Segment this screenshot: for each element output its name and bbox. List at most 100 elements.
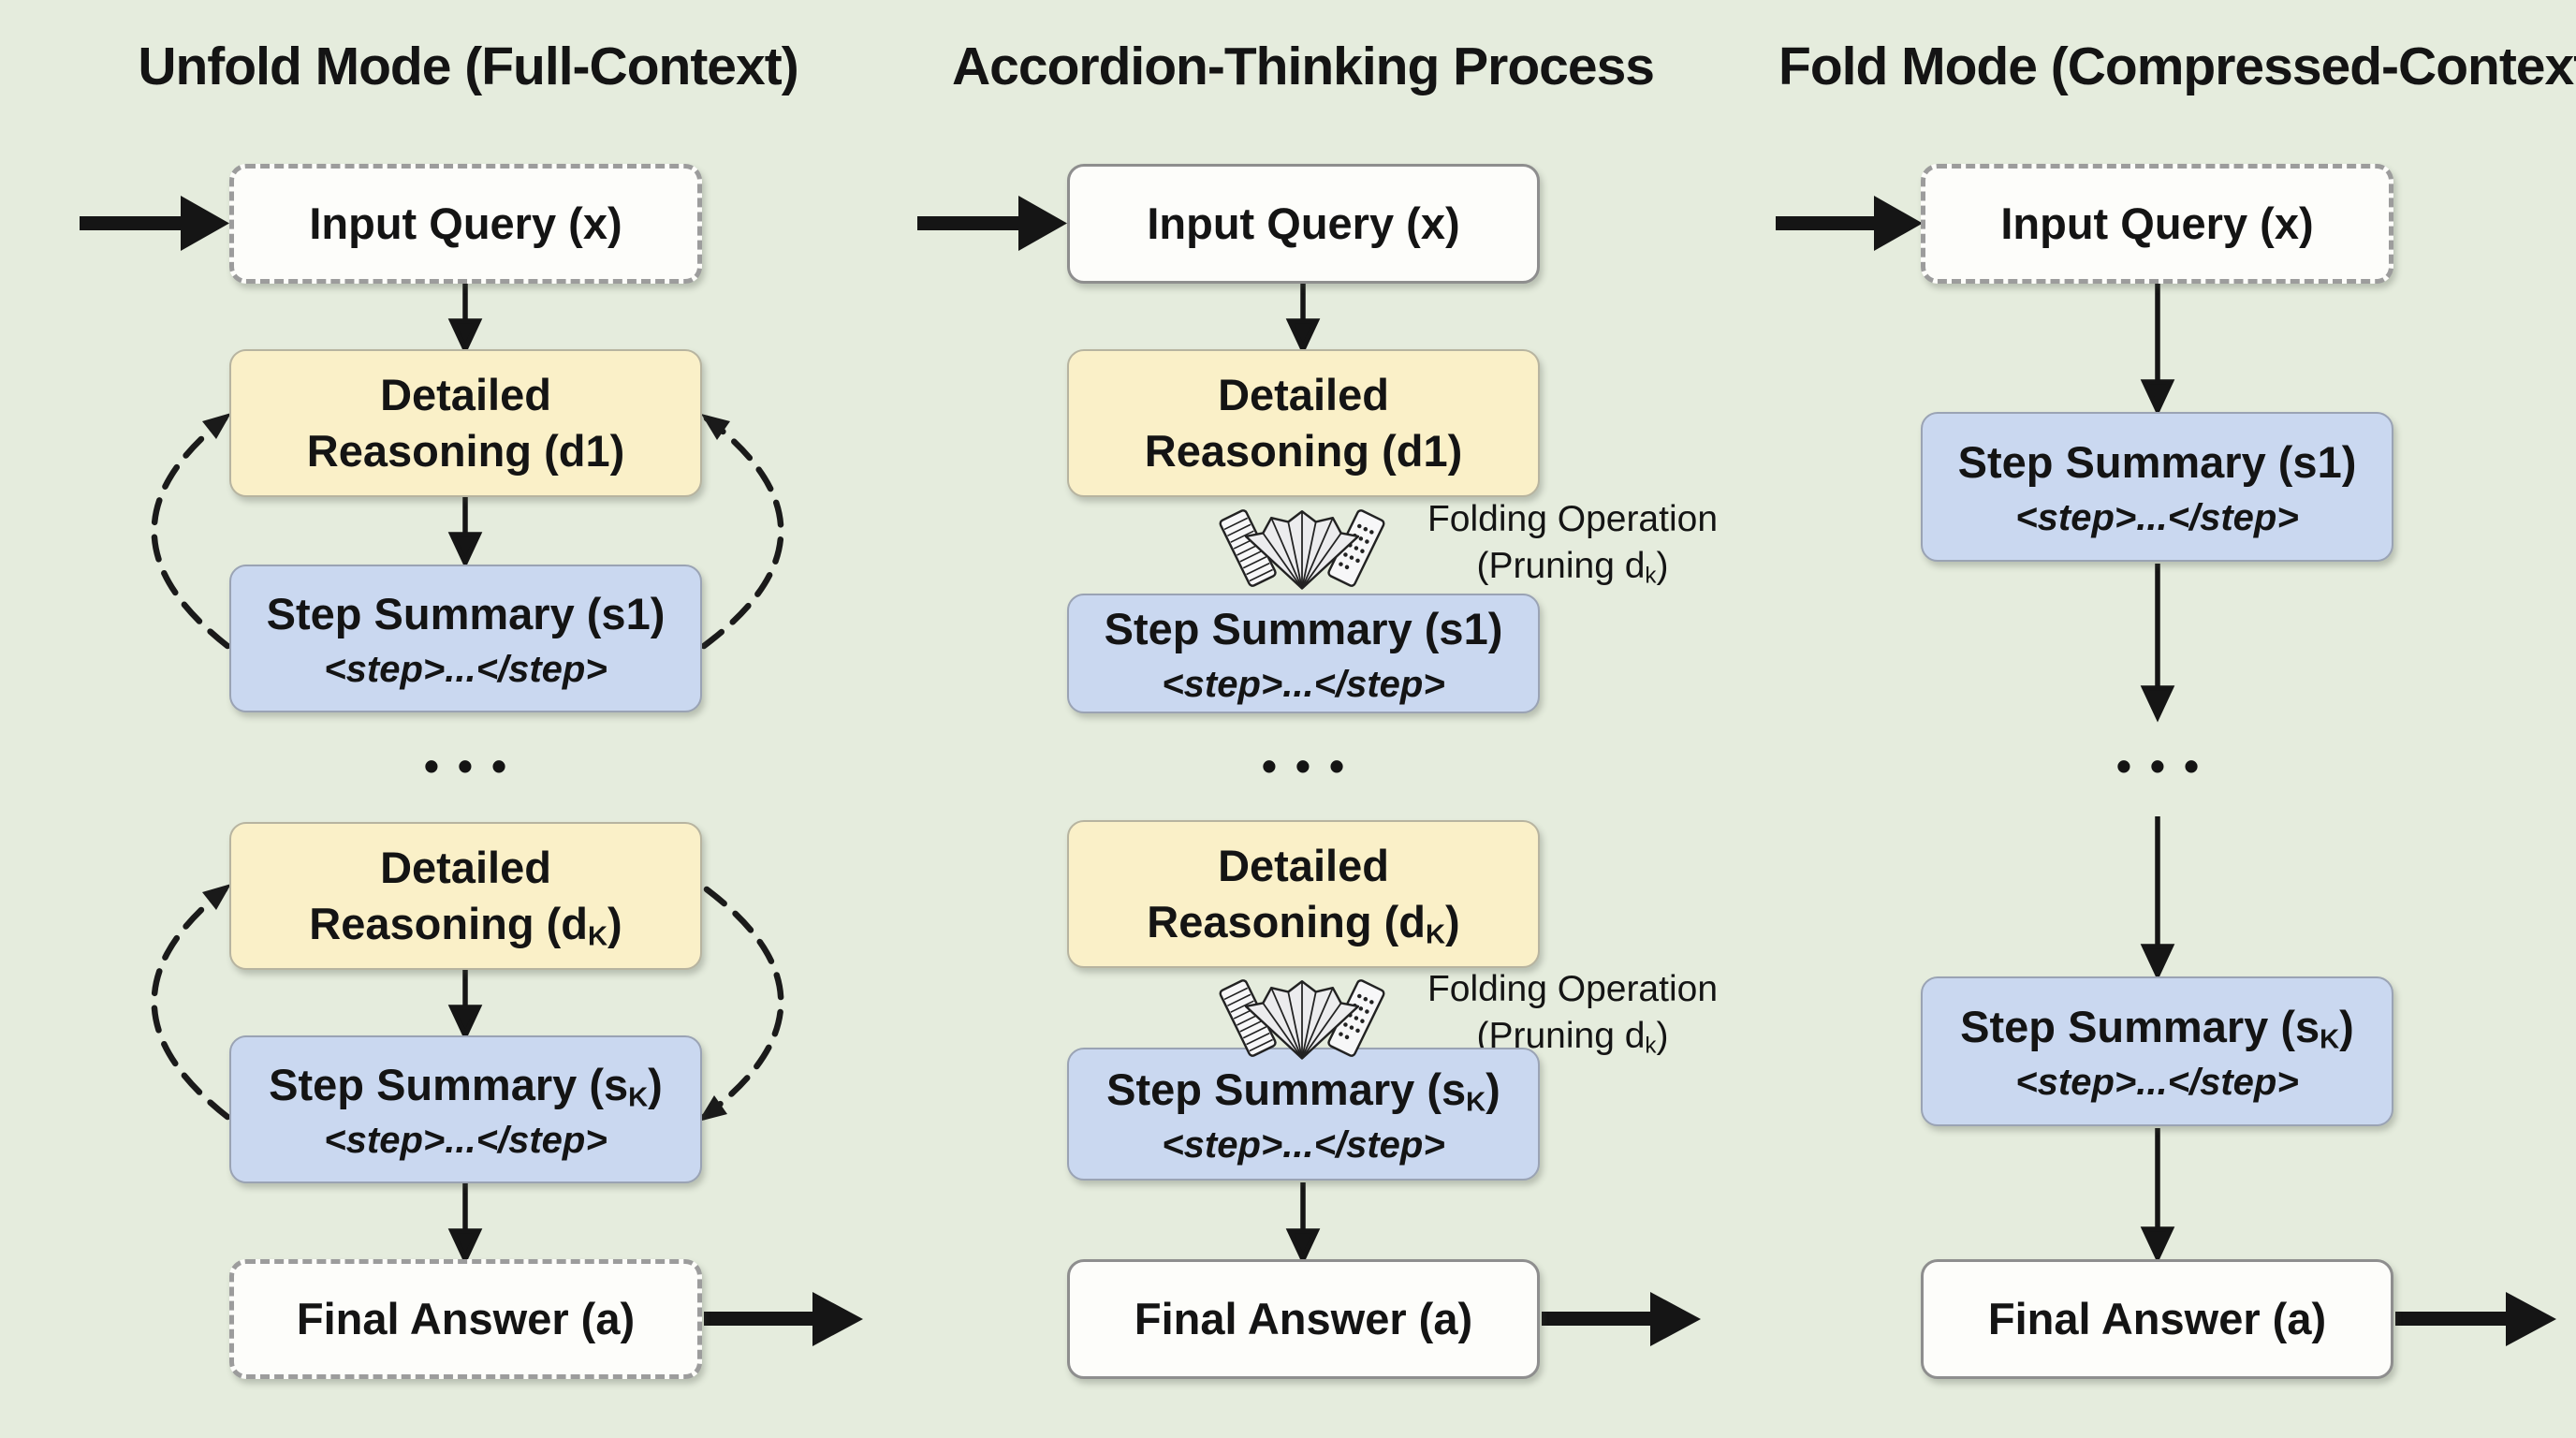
middle-ssk-title-pre: Step Summary (s: [1106, 1064, 1467, 1115]
left-arrow-drk-ssk: [447, 970, 483, 1042]
right-ssk-title: Step Summary (sK): [1960, 999, 2354, 1055]
left-output-arrow-icon: [704, 1292, 863, 1346]
folding-label-1-line2-sub: k: [1645, 563, 1657, 589]
folding-label-2-line2-post: ): [1656, 1015, 1669, 1056]
left-drk-line2-sub: K: [587, 921, 608, 952]
cycle2-left-arc: [151, 886, 231, 1121]
middle-input-arrow-icon: [917, 196, 1067, 251]
middle-input-query-box: Input Query (x): [1067, 164, 1540, 284]
left-ssk-title-pre: Step Summary (s: [269, 1060, 629, 1110]
middle-dr1-line1: Detailed: [1218, 369, 1389, 419]
left-ssk-title-sub: K: [628, 1082, 649, 1113]
middle-column-title: Accordion-Thinking Process: [952, 37, 1655, 96]
folding-label-2-line2-sub: k: [1645, 1033, 1657, 1059]
folding-label-1-line2: (Pruning dk): [1385, 543, 1760, 590]
left-arrow-ssk-final: [447, 1183, 483, 1266]
cycle2-right-arc: [700, 886, 784, 1121]
middle-drk-line2: Reasoning (dK): [1147, 894, 1459, 950]
middle-drk-line2-sub: K: [1425, 919, 1446, 950]
left-final-answer-box: Final Answer (a): [229, 1259, 702, 1379]
middle-final-answer-box: Final Answer (a): [1067, 1259, 1540, 1379]
right-ellipsis: •••: [2115, 741, 2218, 790]
right-ssk-code: <step>...</step>: [2015, 1061, 2299, 1103]
left-ssk-title-post: ): [648, 1060, 663, 1110]
middle-drk-line1: Detailed: [1218, 840, 1389, 890]
accordion-icon: [1219, 979, 1385, 1060]
right-ss1-code: <step>...</step>: [2015, 496, 2299, 538]
left-ellipsis: •••: [423, 741, 526, 790]
folding-operation-label-1: Folding Operation (Pruning dk): [1385, 496, 1760, 590]
folding-label-1-line2-pre: (Pruning d: [1476, 545, 1646, 586]
middle-arrow-ssk-final: [1285, 1182, 1321, 1266]
right-arrow-iq-ss1: [2140, 284, 2175, 417]
middle-detailed-reasoning-d1-box: Detailed Reasoning (d1): [1067, 349, 1540, 497]
accordion-icon: [1219, 509, 1385, 590]
right-output-arrow-icon: [2395, 1292, 2556, 1346]
cycle1-right-arrowhead: [701, 414, 730, 440]
left-input-query-label: Input Query (x): [309, 198, 622, 248]
left-input-query-box: Input Query (x): [229, 164, 702, 284]
left-drk-line2-pre: Reasoning (d: [309, 899, 588, 948]
middle-drk-line2-post: ): [1445, 897, 1460, 946]
middle-ss1-title: Step Summary (s1): [1104, 604, 1503, 654]
left-ss1-code: <step>...</step>: [324, 648, 607, 690]
cycle1-left-arc: [151, 415, 231, 650]
middle-dr1-line2: Reasoning (d1): [1144, 426, 1463, 476]
left-ssk-title: Step Summary (sK): [269, 1057, 663, 1113]
right-final-answer-label: Final Answer (a): [1987, 1293, 2327, 1343]
middle-output-arrow-icon: [1542, 1292, 1701, 1346]
right-input-query-box: Input Query (x): [1921, 164, 2393, 284]
folding-label-2-line1: Folding Operation: [1427, 969, 1719, 1009]
left-ssk-code: <step>...</step>: [324, 1119, 607, 1161]
left-step-summary-s1-box: Step Summary (s1) <step>...</step>: [229, 565, 702, 712]
left-column-title: Unfold Mode (Full-Context): [138, 37, 798, 96]
middle-step-summary-s1-box: Step Summary (s1) <step>...</step>: [1067, 594, 1540, 713]
right-arrow-ss1-dots: [2140, 564, 2175, 723]
left-drk-line2: Reasoning (dK): [309, 896, 622, 952]
middle-final-answer-label: Final Answer (a): [1134, 1293, 1473, 1343]
middle-ssk-title: Step Summary (sK): [1106, 1062, 1500, 1118]
middle-drk-line2-pre: Reasoning (d: [1147, 897, 1426, 946]
left-arrow-iq-dr1: [447, 284, 483, 356]
folding-label-1-line2-post: ): [1656, 545, 1669, 586]
left-arrow-dr1-ss1: [447, 497, 483, 569]
right-ssk-title-sub: K: [2320, 1024, 2340, 1055]
left-ss1-title: Step Summary (s1): [266, 589, 666, 639]
cycle1-left-arrowhead: [202, 413, 231, 439]
right-column-title: Fold Mode (Compressed-Context): [1778, 37, 2576, 96]
left-final-answer-label: Final Answer (a): [296, 1293, 636, 1343]
left-step-summary-sk-box: Step Summary (sK) <step>...</step>: [229, 1035, 702, 1183]
middle-input-query-label: Input Query (x): [1147, 198, 1460, 248]
right-ss1-title: Step Summary (s1): [1957, 437, 2357, 488]
left-dr1-line1: Detailed: [380, 369, 551, 419]
middle-ssk-title-sub: K: [1466, 1087, 1486, 1118]
right-step-summary-s1-box: Step Summary (s1) <step>...</step>: [1921, 412, 2393, 562]
right-final-answer-box: Final Answer (a): [1921, 1259, 2393, 1379]
right-input-arrow-icon: [1776, 196, 1923, 251]
right-step-summary-sk-box: Step Summary (sK) <step>...</step>: [1921, 976, 2393, 1126]
cycle2-right-arrowhead: [698, 1095, 727, 1122]
left-input-arrow-icon: [80, 196, 229, 251]
middle-ssk-code: <step>...</step>: [1162, 1123, 1445, 1166]
middle-ss1-code: <step>...</step>: [1162, 663, 1445, 705]
middle-ellipsis: •••: [1261, 741, 1364, 790]
right-input-query-label: Input Query (x): [2000, 198, 2314, 248]
cycle1-right-arc: [700, 415, 784, 650]
middle-arrow-iq-dr1: [1285, 284, 1321, 356]
left-dr1-line2: Reasoning (d1): [306, 426, 625, 476]
left-drk-line2-post: ): [607, 899, 622, 948]
right-ssk-title-post: ): [2339, 1002, 2354, 1052]
left-detailed-reasoning-dk-box: Detailed Reasoning (dK): [229, 822, 702, 970]
right-arrow-dots-ssk: [2140, 816, 2175, 981]
middle-step-summary-sk-box: Step Summary (sK) <step>...</step>: [1067, 1048, 1540, 1181]
folding-label-1-line1: Folding Operation: [1427, 499, 1719, 539]
cycle2-left-arrowhead: [202, 884, 231, 910]
middle-detailed-reasoning-dk-box: Detailed Reasoning (dK): [1067, 820, 1540, 968]
left-drk-line1: Detailed: [380, 842, 551, 892]
right-arrow-ssk-final: [2140, 1128, 2175, 1264]
middle-ssk-title-post: ): [1486, 1064, 1500, 1115]
right-ssk-title-pre: Step Summary (s: [1960, 1002, 2320, 1052]
left-detailed-reasoning-d1-box: Detailed Reasoning (d1): [229, 349, 702, 497]
